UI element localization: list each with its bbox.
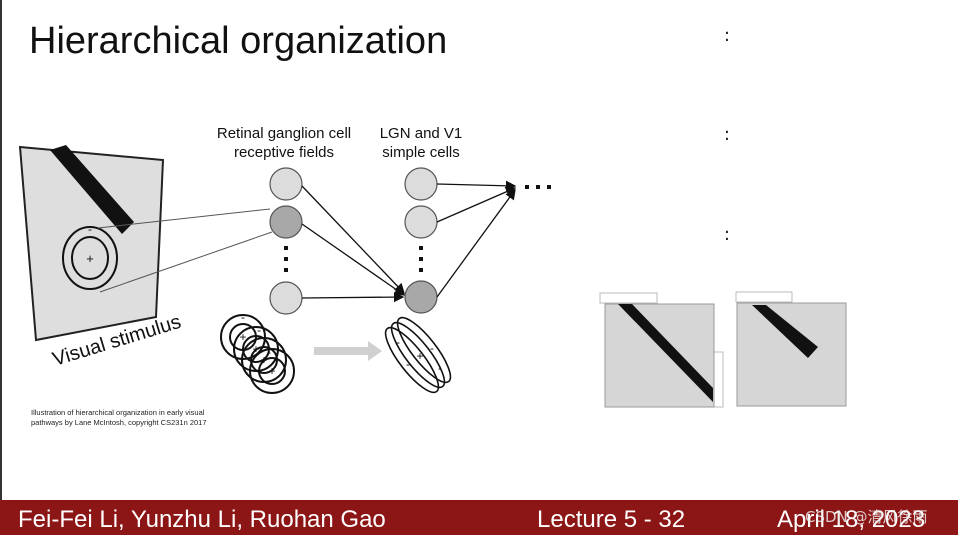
slide-title: Hierarchical organization: [29, 20, 448, 62]
hypercomplex-cells-heading: :: [724, 225, 730, 245]
credit-line: Illustration of hierarchical organizatio…: [31, 408, 205, 417]
transform-arrow: [314, 341, 382, 361]
projection-line: [97, 208, 271, 229]
svg-text:-: -: [438, 361, 442, 375]
v1-cell-node-highlighted: [404, 280, 438, 314]
svg-text:+: +: [416, 349, 423, 363]
retinal-label-line: receptive fields: [233, 144, 335, 161]
retinal-cell-node-highlighted: [269, 205, 303, 239]
lgn-column-label: LGN and V1 simple cells: [366, 124, 476, 162]
svg-text:-: -: [406, 357, 410, 371]
v1-cell-node: [404, 167, 438, 201]
slide-left-border: [0, 0, 2, 500]
hypercomplex-cells-block: :: [596, 223, 858, 248]
hierarchy-diagram: + - Visual stimulus: [18, 145, 847, 408]
output-ellipsis-dots: [525, 185, 551, 189]
svg-text:-: -: [241, 310, 245, 324]
svg-text:+: +: [239, 330, 246, 344]
projection-line: [99, 231, 273, 293]
complex-cells-heading: :: [724, 125, 730, 145]
simple-cells-heading: :: [724, 26, 730, 46]
retinal-ellipsis-dots: [284, 246, 288, 272]
svg-text:-: -: [430, 341, 434, 355]
visual-stimulus-panel: + -: [18, 145, 165, 342]
lgn-label-line: LGN and V1: [379, 125, 463, 142]
svg-text:+: +: [252, 342, 259, 356]
svg-text:-: -: [257, 323, 261, 337]
slide-footer: Fei-Fei Li, Yunzhu Li, Ruohan Gao Lectur…: [0, 500, 958, 535]
footer-lecture-number: Lecture 5 - 32: [537, 506, 686, 533]
svg-text:-: -: [88, 222, 92, 236]
v1-ellipsis-dots: [419, 246, 423, 272]
svg-text:-: -: [396, 335, 400, 349]
credit-line: pathways by Lane McIntosh, copyright CS2…: [31, 418, 207, 427]
lgn-label-line: simple cells: [382, 144, 460, 161]
v1-cell-node: [404, 205, 438, 239]
complex-cells-block: :: [596, 123, 858, 148]
footer-date: April 18, 2023: [777, 506, 926, 533]
footer-authors: Fei-Fei Li, Yunzhu Li, Ruohan Gao: [18, 506, 386, 533]
svg-text:+: +: [86, 251, 94, 266]
retinal-cell-node: [269, 167, 303, 201]
oriented-field-signs: +----: [396, 335, 442, 375]
example-response-panel: [735, 291, 847, 407]
retinal-column-label: Retinal ganglion cell receptive fields: [204, 124, 364, 162]
receptive-field-signs: ++++ ---: [239, 310, 275, 378]
illustration-credit: Illustration of hierarchical organizatio…: [31, 408, 261, 428]
svg-text:-: -: [267, 345, 271, 359]
connection-arrows: [301, 180, 517, 303]
retinal-cell-node: [269, 281, 303, 315]
retinal-label-line: Retinal ganglion cell: [216, 125, 352, 142]
oriented-receptive-field: [384, 316, 452, 394]
example-no-response-panel: [599, 292, 724, 408]
csdn-watermark: CSDN @清风徐雨: [805, 508, 928, 526]
svg-text:+: +: [268, 364, 275, 378]
svg-text:+: +: [260, 353, 267, 367]
overlapping-receptive-fields: [220, 314, 295, 394]
simple-cells-block: :: [596, 24, 858, 49]
